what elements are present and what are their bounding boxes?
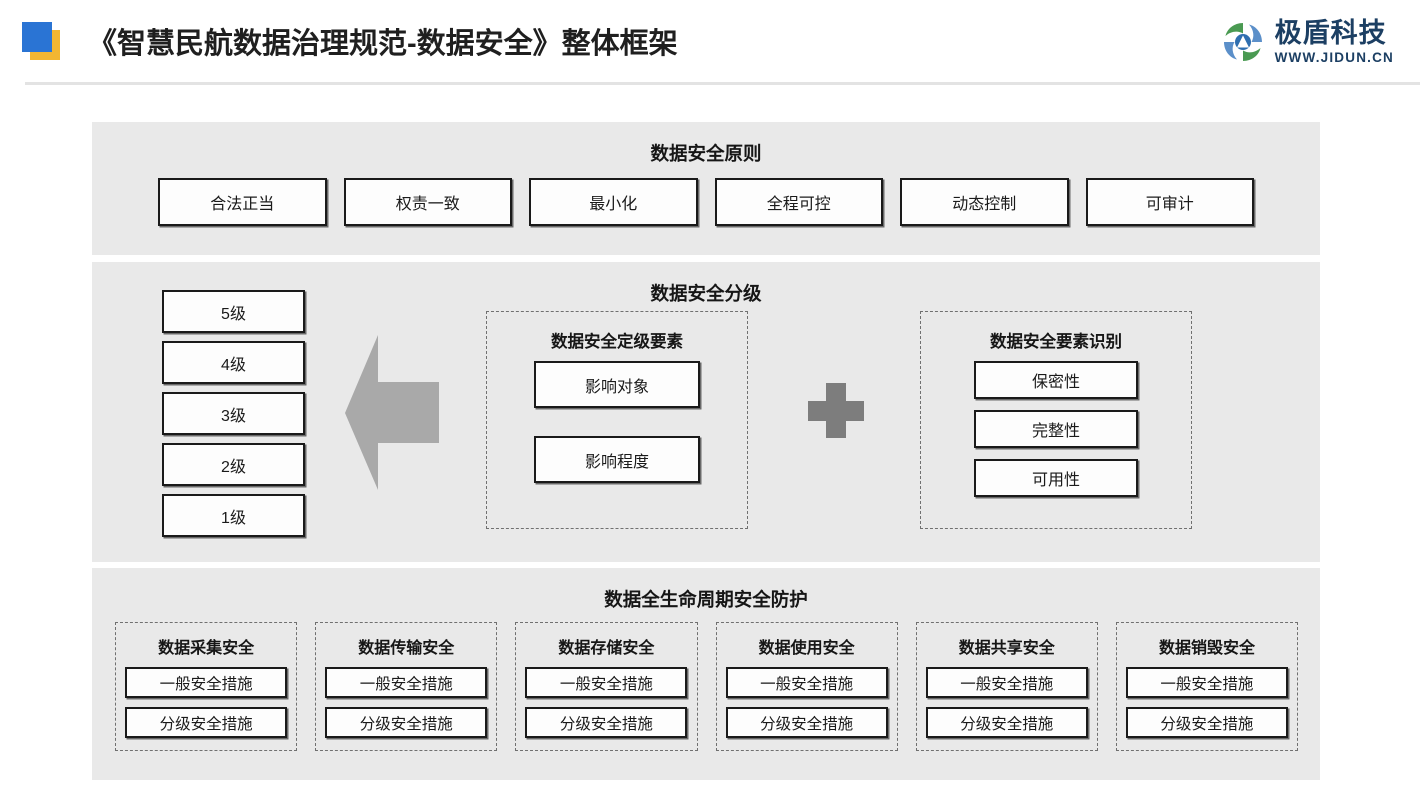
page-header: 《智慧民航数据治理规范-数据安全》整体框架 极盾科技 WWW.JIDUN.CN	[0, 0, 1420, 85]
security-level-box[interactable]: 3级	[162, 392, 305, 435]
lifecycle-card[interactable]: 数据销毁安全 一般安全措施 分级安全措施	[1115, 622, 1299, 751]
lifecycle-card[interactable]: 数据传输安全 一般安全措施 分级安全措施	[315, 622, 498, 751]
lifecycle-card[interactable]: 数据存储安全 一般安全措施 分级安全措施	[515, 622, 698, 751]
accent-square-blue	[22, 22, 52, 52]
grading-factor-list: 影响对象 影响程度	[487, 361, 747, 511]
security-level-box[interactable]: 5级	[162, 290, 305, 333]
lifecycle-measure-box[interactable]: 一般安全措施	[725, 667, 888, 698]
lifecycle-card-title: 数据使用安全	[758, 640, 855, 657]
header-divider	[25, 82, 1420, 85]
principle-box[interactable]: 权责一致	[343, 178, 512, 226]
logo-company-name: 极盾科技	[1274, 17, 1387, 48]
principle-box[interactable]: 合法正当	[158, 178, 327, 226]
security-element-box[interactable]: 完整性	[974, 410, 1138, 448]
security-element-box[interactable]: 可用性	[974, 459, 1138, 497]
plus-vertical-bar	[826, 383, 846, 438]
panel-security-principles: 数据安全原则 合法正当 权责一致 最小化 全程可控 动态控制 可审计	[92, 122, 1320, 255]
grading-factor-box[interactable]: 影响程度	[534, 436, 700, 483]
lifecycle-card-row: 数据采集安全 一般安全措施 分级安全措施 数据传输安全 一般安全措施 分级安全措…	[115, 622, 1299, 751]
lifecycle-measure-box[interactable]: 分级安全措施	[125, 707, 288, 738]
security-level-box[interactable]: 2级	[162, 443, 305, 486]
security-level-column: 5级 4级 3级 2级 1级	[162, 290, 305, 545]
logo-text-block: 极盾科技 WWW.JIDUN.CN	[1274, 17, 1394, 65]
panel-title-principles: 数据安全原则	[650, 143, 762, 164]
principle-box[interactable]: 动态控制	[900, 178, 1069, 226]
principle-box[interactable]: 可审计	[1085, 178, 1254, 226]
lifecycle-card-title: 数据采集安全	[158, 640, 255, 657]
panel-title-grading: 数据安全分级	[650, 283, 762, 304]
principle-box[interactable]: 最小化	[529, 178, 698, 226]
jidun-swirl-icon	[1219, 18, 1267, 66]
security-level-box[interactable]: 1级	[162, 494, 305, 537]
lifecycle-measure-box[interactable]: 一般安全措施	[1125, 667, 1288, 698]
plus-icon	[808, 383, 864, 438]
lifecycle-measure-box[interactable]: 一般安全措施	[525, 667, 688, 698]
group-grading-factors: 数据安全定级要素 影响对象 影响程度	[486, 311, 748, 529]
lifecycle-card-title: 数据销毁安全	[1158, 640, 1255, 657]
security-element-box[interactable]: 保密性	[974, 361, 1138, 399]
principle-box[interactable]: 全程可控	[714, 178, 883, 226]
group-security-elements: 数据安全要素识别 保密性 完整性 可用性	[920, 311, 1192, 529]
lifecycle-measure-box[interactable]: 分级安全措施	[525, 707, 688, 738]
panel-security-grading: 数据安全分级 5级 4级 3级 2级 1级 数据安全定级要素 影响对象 影响程度…	[92, 262, 1320, 562]
lifecycle-measure-box[interactable]: 一般安全措施	[325, 667, 488, 698]
group-title-grading-factors: 数据安全定级要素	[551, 333, 683, 351]
security-element-list: 保密性 完整性 可用性	[921, 361, 1191, 508]
page-title: 《智慧民航数据治理规范-数据安全》整体框架	[88, 28, 678, 60]
logo-website-url: WWW.JIDUN.CN	[1274, 49, 1394, 65]
left-arrow-icon	[345, 335, 439, 490]
security-level-box[interactable]: 4级	[162, 341, 305, 384]
header-accent-mark	[22, 22, 60, 60]
lifecycle-card[interactable]: 数据共享安全 一般安全措施 分级安全措施	[915, 622, 1098, 751]
lifecycle-measure-box[interactable]: 一般安全措施	[925, 667, 1088, 698]
lifecycle-measure-box[interactable]: 分级安全措施	[925, 707, 1088, 738]
group-title-security-elements: 数据安全要素识别	[990, 333, 1122, 351]
panel-title-lifecycle: 数据全生命周期安全防护	[604, 589, 808, 610]
brand-logo: 极盾科技 WWW.JIDUN.CN	[1219, 16, 1394, 68]
grading-factor-box[interactable]: 影响对象	[534, 361, 700, 408]
lifecycle-measure-box[interactable]: 一般安全措施	[125, 667, 288, 698]
lifecycle-card-title: 数据传输安全	[358, 640, 455, 657]
lifecycle-card-title: 数据共享安全	[958, 640, 1055, 657]
panel-lifecycle-protection: 数据全生命周期安全防护 数据采集安全 一般安全措施 分级安全措施 数据传输安全 …	[92, 568, 1320, 780]
lifecycle-card-title: 数据存储安全	[558, 640, 655, 657]
lifecycle-measure-box[interactable]: 分级安全措施	[725, 707, 888, 738]
lifecycle-card[interactable]: 数据采集安全 一般安全措施 分级安全措施	[115, 622, 298, 751]
lifecycle-measure-box[interactable]: 分级安全措施	[325, 707, 488, 738]
lifecycle-measure-box[interactable]: 分级安全措施	[1125, 707, 1288, 738]
lifecycle-card[interactable]: 数据使用安全 一般安全措施 分级安全措施	[715, 622, 898, 751]
principle-box-row: 合法正当 权责一致 最小化 全程可控 动态控制 可审计	[158, 178, 1254, 226]
